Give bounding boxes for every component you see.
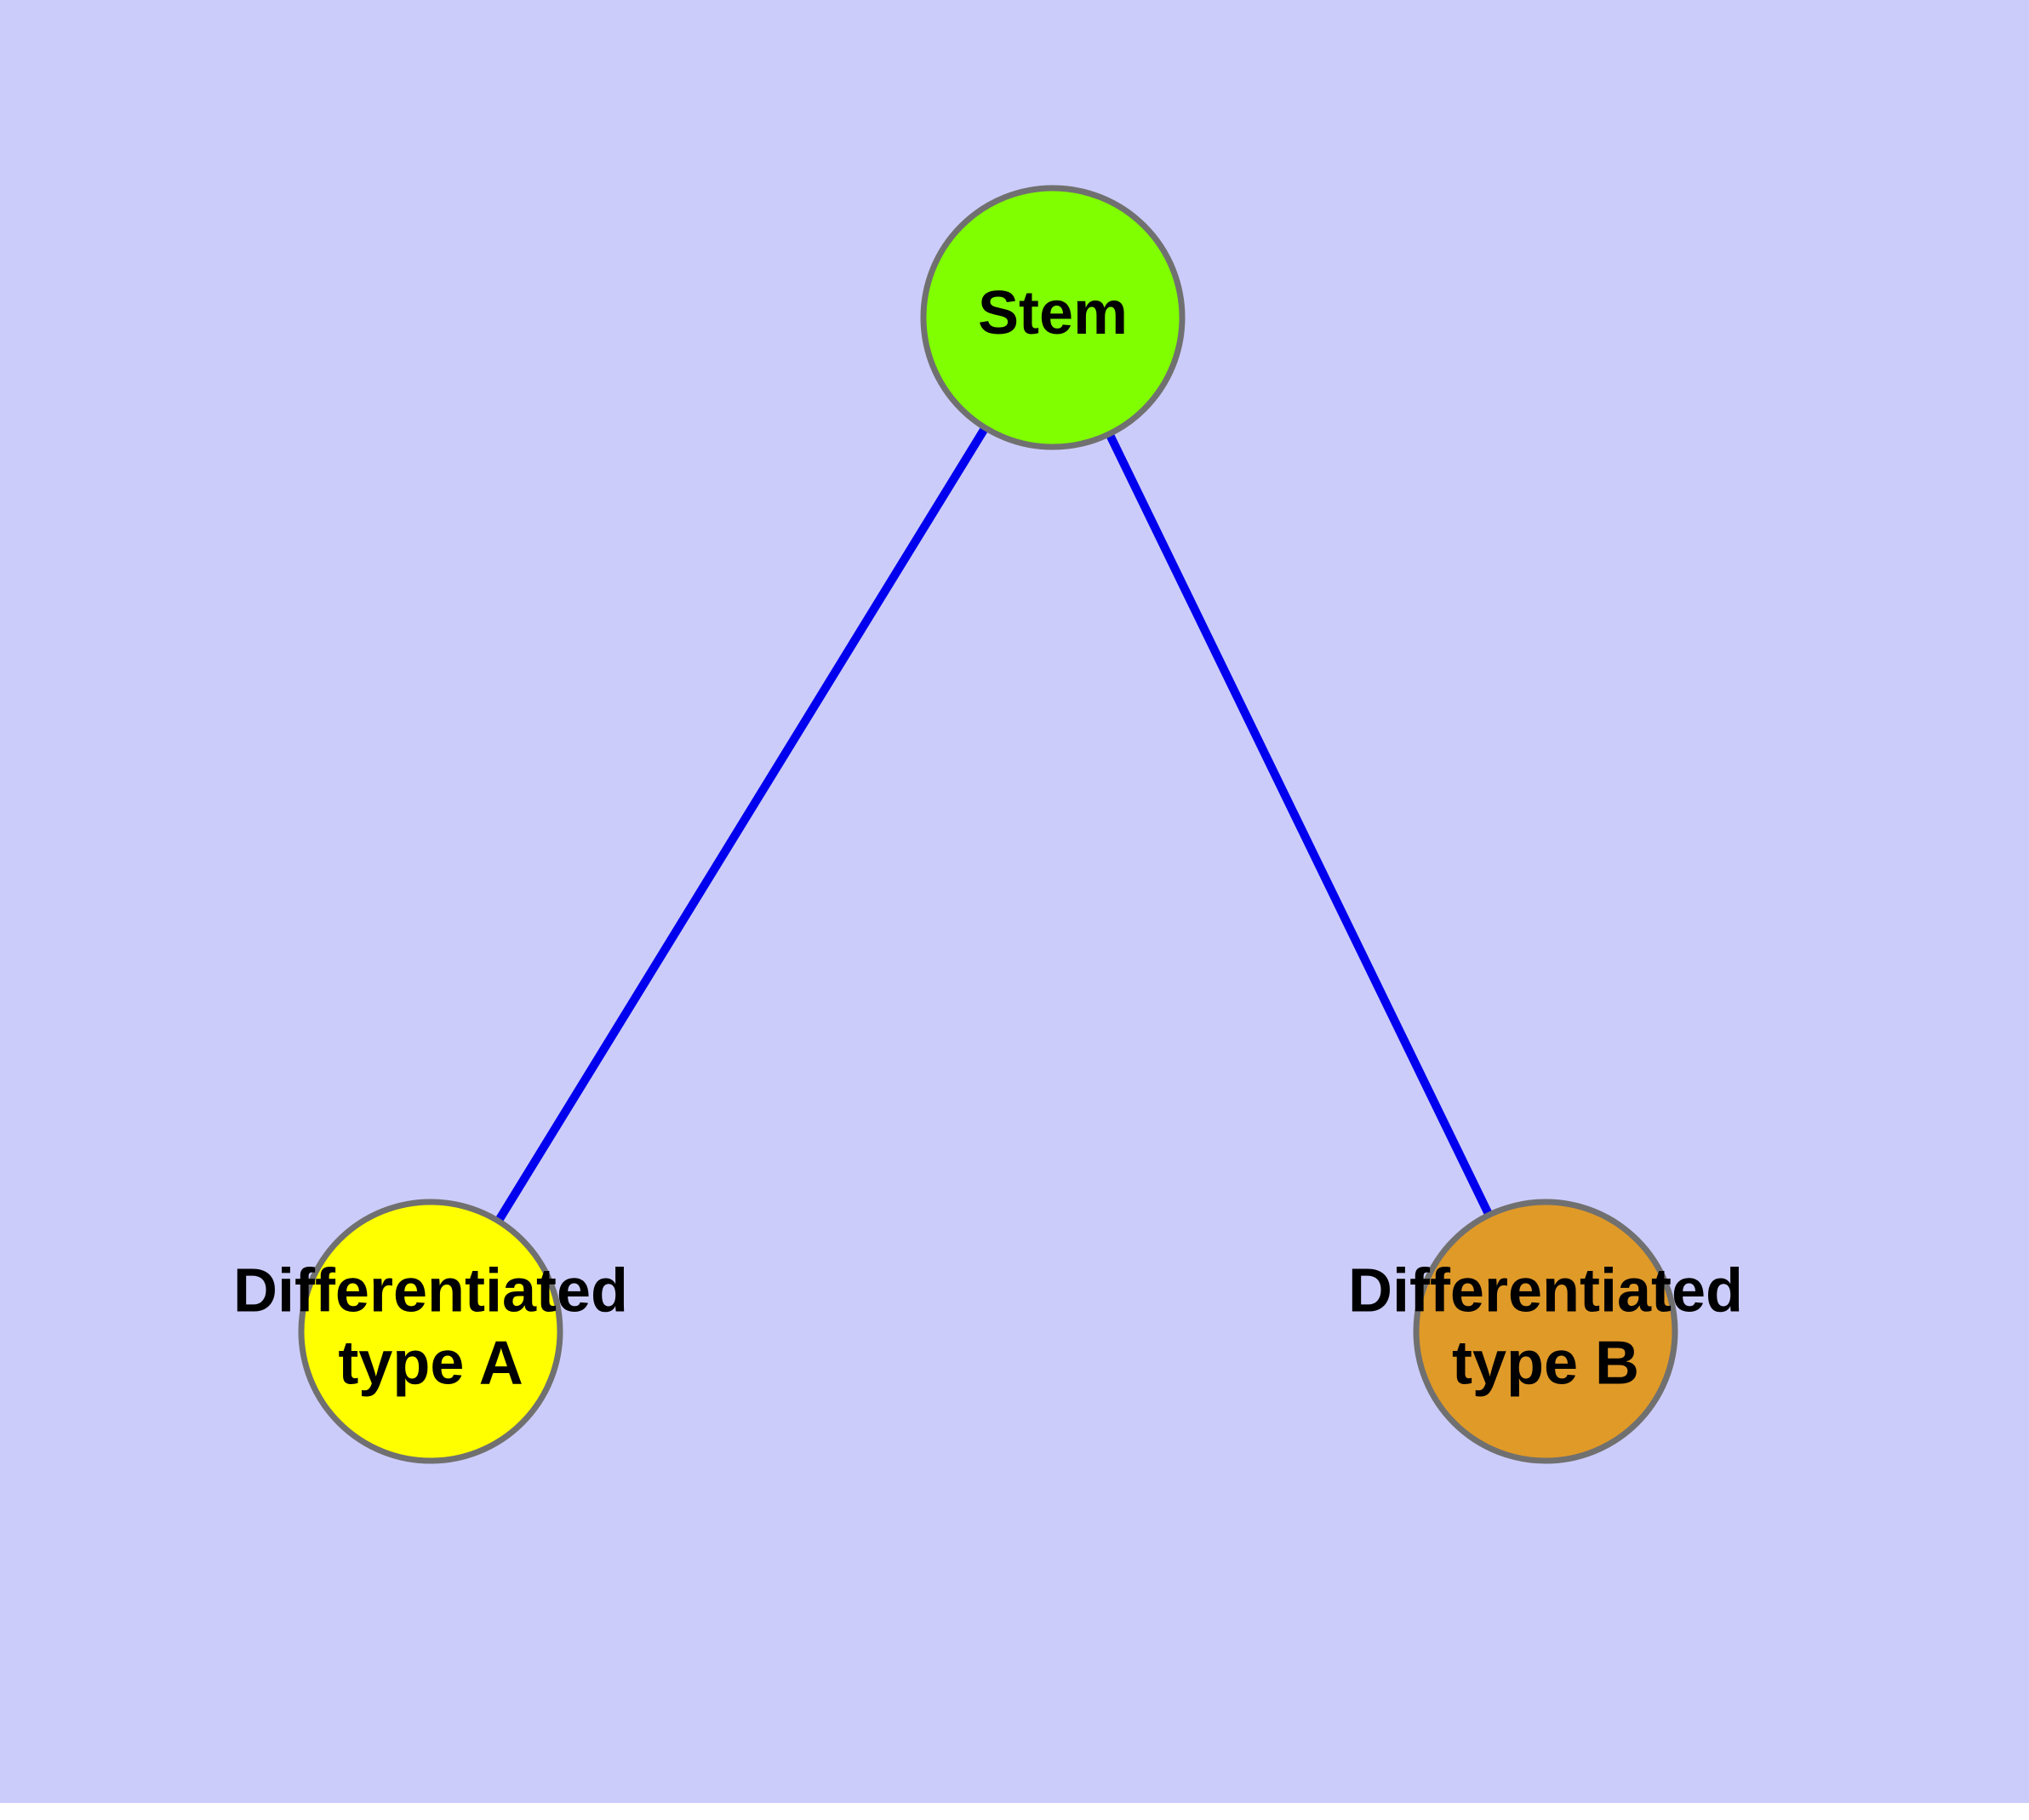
node-diff_a[interactable]	[298, 1199, 563, 1464]
edges-layer	[493, 422, 1495, 1227]
node-diff_b[interactable]	[1413, 1199, 1678, 1464]
nodes-layer	[298, 185, 1678, 1464]
node-label-line: Differentiated	[1348, 1257, 1743, 1325]
node-label-line: type B	[1452, 1329, 1639, 1397]
node-label-line: Stem	[978, 279, 1128, 347]
node-label-line: type A	[338, 1329, 523, 1397]
node-stem[interactable]	[920, 185, 1186, 450]
edge-stem-diff-b	[1104, 428, 1495, 1221]
node-label-line: Differentiated	[233, 1257, 628, 1325]
edge-stem-diff-a	[493, 422, 991, 1227]
node-label-stem: Stem	[978, 279, 1128, 347]
